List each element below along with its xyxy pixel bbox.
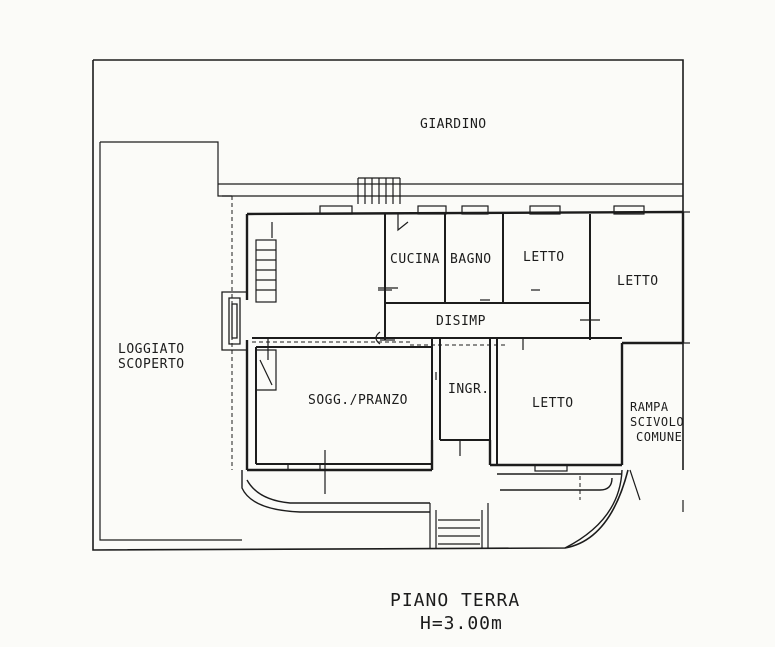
room-bedroom-2-label: LETTO — [617, 274, 659, 289]
room-entrance-label: INGR. — [448, 382, 490, 397]
garden-steps — [357, 177, 401, 204]
south-entrance-steps — [429, 503, 489, 548]
south-terrace — [241, 469, 623, 549]
property-boundary — [92, 59, 684, 551]
loggia-boundary — [99, 141, 242, 541]
dashed-lines — [231, 196, 581, 500]
room-bedroom-3-label: LETTO — [532, 396, 574, 411]
ramp-label-line1: RAMPA — [630, 400, 669, 414]
floor-height: H=3.00m — [420, 613, 503, 634]
room-living-dining-label: SOGG./PRANZO — [308, 393, 408, 408]
interior-walls — [252, 214, 622, 470]
loggia-label-line1: LOGGIATO — [118, 342, 185, 357]
ramp-walls — [629, 211, 690, 512]
floor-title: PIANO TERRA — [390, 590, 521, 611]
loggia-label-line2: SCOPERTO — [118, 357, 185, 372]
garden-edge — [218, 183, 683, 197]
internal-stair — [255, 239, 277, 391]
room-hallway-label: DISIMP — [436, 314, 486, 329]
garden-label: GIARDINO — [420, 117, 487, 132]
room-bathroom-label: BAGNO — [450, 252, 492, 267]
room-bedroom-1-label: LETTO — [523, 250, 565, 265]
ramp-label-line2: SCIVOLO — [630, 415, 685, 429]
north-windows — [287, 205, 645, 472]
west-bay — [221, 291, 247, 351]
window-marks — [271, 222, 540, 494]
room-kitchen-label: CUCINA — [390, 252, 440, 267]
building-walls — [245, 210, 685, 472]
ramp-label-line3: COMUNE — [636, 430, 683, 444]
